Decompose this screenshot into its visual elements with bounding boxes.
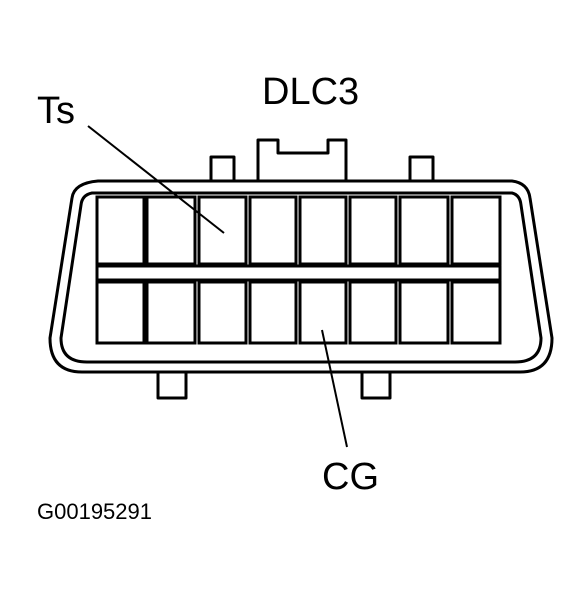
figure-id: G00195291 bbox=[37, 499, 152, 524]
top-pin-2 bbox=[145, 195, 197, 266]
top-left-tab bbox=[209, 155, 236, 181]
bottom-pin-2 bbox=[145, 280, 197, 345]
bottom-pin-8 bbox=[450, 280, 502, 345]
bottom-pin-4 bbox=[248, 280, 298, 345]
connector-housing bbox=[48, 138, 554, 400]
bottom-pin-1 bbox=[95, 280, 146, 345]
housing-outline bbox=[48, 179, 554, 374]
top-pin-row bbox=[95, 195, 502, 266]
top-latch bbox=[256, 138, 348, 181]
top-pin-7 bbox=[398, 195, 450, 266]
cg-leader-line bbox=[321, 329, 348, 448]
connector-title: DLC3 bbox=[262, 71, 359, 113]
top-pin-8 bbox=[450, 195, 502, 266]
center-divider bbox=[95, 264, 502, 282]
top-pin-3 bbox=[197, 195, 248, 266]
top-pin-1 bbox=[95, 195, 146, 266]
top-pin-4 bbox=[248, 195, 298, 266]
bottom-pin-7 bbox=[398, 280, 450, 345]
top-pin-5 bbox=[298, 195, 348, 266]
top-pin-6 bbox=[348, 195, 398, 266]
housing-inner-outline bbox=[59, 191, 543, 364]
bottom-pin-6 bbox=[348, 280, 398, 345]
bottom-left-tab bbox=[156, 372, 188, 400]
bottom-pin-3 bbox=[197, 280, 248, 345]
ts-leader-line bbox=[87, 125, 225, 234]
bottom-right-tab bbox=[360, 372, 392, 400]
cg-terminal-label: CG bbox=[322, 456, 379, 498]
top-right-tab bbox=[408, 155, 435, 181]
ts-terminal-label: Ts bbox=[37, 90, 75, 132]
bottom-pin-row bbox=[95, 280, 502, 345]
